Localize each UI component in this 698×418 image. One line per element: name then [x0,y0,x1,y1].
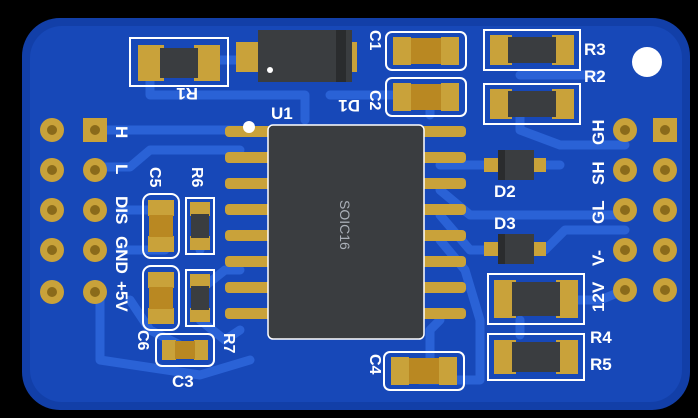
r6-component [185,197,215,255]
c1-ref: C1 [366,30,383,51]
c4-ref: C4 [366,354,383,375]
right-header-row-1 [613,118,677,142]
r6-ref: R6 [188,167,205,188]
left-header-row-4 [40,238,107,262]
r4-component [487,273,585,325]
u1-left-pins [225,126,273,319]
c6-component [142,265,180,331]
r1-ref: R1 [176,84,198,103]
right-label-vminus: V- [589,250,608,266]
right-header [613,118,677,302]
c4-component [383,351,465,391]
right-header-row-5 [613,278,677,302]
left-header [40,118,107,304]
d2-ref: D2 [494,182,516,201]
d1-ref: D1 [338,96,360,115]
c5-ref: C5 [146,167,163,188]
left-label-5v: +5V [112,281,131,312]
c3-ref: C3 [172,372,194,391]
left-label-h: H [112,126,131,138]
right-header-row-4 [613,238,677,262]
d2-component [484,150,546,180]
left-label-dis: DIS [112,196,131,224]
d1-component [236,30,357,82]
r3-ref: R3 [584,40,606,59]
c1-component [385,31,467,71]
r5-ref: R5 [590,355,612,374]
r1-component [129,37,229,87]
r2-ref: R2 [584,67,606,86]
left-header-row-1 [40,118,107,142]
right-header-row-2 [613,158,677,182]
pin1-marker [243,121,255,133]
c6-ref: C6 [134,330,151,351]
left-header-row-3 [40,198,107,222]
c5-component [142,193,180,259]
left-label-l: L [112,164,131,174]
r7-ref: R7 [220,333,237,354]
r2-component [483,83,581,125]
d3-ref: D3 [494,214,516,233]
right-label-gh: GH [589,120,608,146]
u1-chip: SOIC16 [225,121,466,340]
r7-component [185,269,215,327]
left-header-row-2 [40,158,107,182]
r3-component [483,29,581,71]
right-header-row-3 [613,198,677,222]
r4-ref: R4 [590,328,612,347]
u1-body [267,124,425,340]
c2-ref: C2 [366,90,383,111]
left-label-gnd: GND [112,236,131,274]
right-label-gl: GL [589,200,608,224]
d3-component [484,234,546,264]
u1-ref: U1 [271,104,293,123]
c3-component [155,333,215,367]
right-label-12v: 12V [589,281,608,312]
u1-package-label: SOIC16 [337,200,353,250]
left-header-row-5 [40,280,107,304]
u1-right-pins [418,126,466,319]
c2-component [385,77,467,117]
mounting-hole [632,47,662,77]
r5-component [487,333,585,381]
right-label-sh: SH [589,161,608,185]
